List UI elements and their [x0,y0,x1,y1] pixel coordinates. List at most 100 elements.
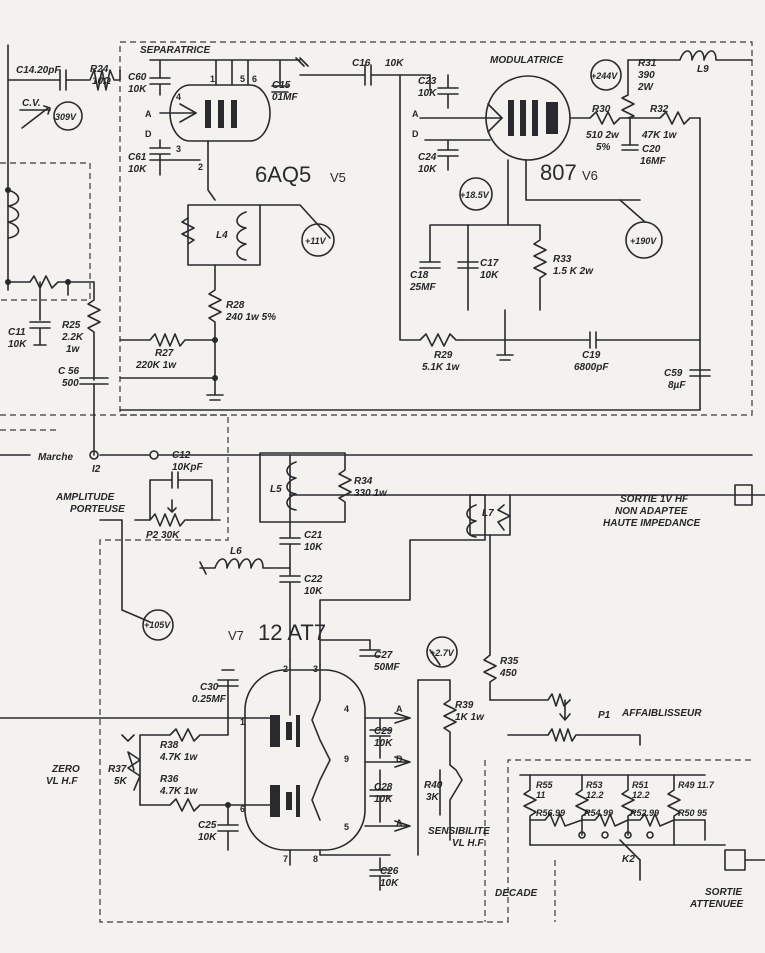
label-c17: C17 [480,258,499,269]
label-r24: R24 [90,64,109,75]
pin-3-v5: 3 [176,144,181,154]
pin-8-v7: 8 [313,854,318,864]
label-c24: C24 [418,152,437,163]
label-c18: C18 [410,270,429,281]
label-l7: L7 [482,508,494,519]
voltage-309-text: 309V [55,112,77,122]
section-sensibilite: SENSIBILITE [428,826,490,837]
label-r52: R52.99 [630,808,659,818]
pin-2-v7: 2 [283,664,288,674]
tube-v6-type: 807 [540,160,577,185]
pin-a-v5: A [145,109,152,119]
label-c12-value: 10KpF [172,462,203,473]
label-c24-value: 10K [418,164,437,175]
label-c60-value: 10K [128,84,147,95]
label-c26-value: 10K [380,878,399,889]
label-c15: C15 [272,80,291,91]
label-c20: C20 [642,144,661,155]
label-c59-value: 8µF [668,380,686,391]
c16-coupling [299,64,431,91]
section-sensibilite-vl: VL H.F [452,838,484,849]
label-r55-value: 11 [536,790,545,800]
pin-1-v7: 1 [240,717,245,727]
label-haute-impedance: HAUTE IMPEDANCE [603,518,701,529]
labels: SEPARATRICE MODULATRICE C14.20pF R24 10Ω… [8,45,743,910]
label-p2: P2 30K [146,530,180,541]
voltage-11-text: +11V [305,236,327,246]
label-r25-value: 2.2K [61,332,84,343]
label-r33-value: 1.5 K 2w [553,266,594,277]
section-separatrice: SEPARATRICE [140,45,211,56]
v5-stage [119,57,335,401]
label-non-adaptee: NON ADAPTEE [615,506,688,517]
label-r37-value: 5K [114,776,128,787]
label-r49: R49 11.7 [678,780,715,790]
pin-6-v5: 6 [252,74,257,84]
label-r25-power: 1w [66,344,81,355]
voltage-105-text: +105V [144,620,171,630]
section-decade: DECADE [495,888,538,899]
voltage-marker-309 [53,101,83,131]
label-r31-value: 390 [638,70,655,81]
pin-9-v7: 9 [344,754,349,764]
out-a-bottom: A [396,818,403,828]
label-i2: I2 [92,464,101,475]
label-c19: C19 [582,350,601,361]
pin-2-v5: 2 [198,162,203,172]
section-zero: ZERO [51,764,80,775]
tube-v5-ref: V5 [330,170,346,185]
label-p1: P1 [598,710,611,721]
voltage-marker-18 [459,177,493,211]
label-c26: C26 [380,866,399,877]
tube-v7-ref: V7 [228,628,244,643]
label-r30: R30 [592,104,611,115]
label-c27-value: 50MF [374,662,400,673]
label-c20-value: 16MF [640,156,666,167]
label-c19-value: 6800pF [574,362,609,373]
label-c60: C60 [128,72,147,83]
input-fragment [0,44,121,460]
label-c29: C29 [374,726,393,737]
label-r31: R31 [638,58,657,69]
label-r54: R54.99 [584,808,613,818]
tube-v6-ref: V6 [582,168,598,183]
tube-v5-type: 6AQ5 [255,162,311,187]
label-r28: R28 [226,300,245,311]
label-c23: C23 [418,76,437,87]
label-r39: R39 [455,700,474,711]
label-cv: C.V. [22,98,41,109]
amplitude-control [99,450,753,641]
pin-3-v7: 3 [313,664,318,674]
label-c11: C11 [8,327,26,338]
pin-4-v5: 4 [176,92,181,102]
label-r28-value: 240 1w 5% [225,312,276,323]
out-a-top: A [396,704,403,714]
label-r36: R36 [160,774,179,785]
label-r34-value: 330 1w [354,488,388,499]
label-c59: C59 [664,368,683,379]
pin-5-v7: 5 [344,822,349,832]
label-r39-value: 1K 1w [455,712,485,723]
label-c17-value: 10K [480,270,499,281]
voltage-marker-244 [590,59,622,91]
voltage-27-text: +2.7V [430,648,455,658]
decade-attenuator [519,774,765,881]
label-r32-value: 47K 1w [641,130,678,141]
label-c22-value: 10K [304,586,323,597]
section-porteuse: PORTEUSE [70,504,125,515]
section-amplitude: AMPLITUDE [55,492,115,503]
label-r38: R38 [160,740,179,751]
label-r50: R50 95 [678,808,708,818]
label-r29-value: 5.1K 1w [422,362,460,373]
label-c29-value: 10K [374,738,393,749]
label-c18-value: 25MF [409,282,436,293]
pin-5-v5: 5 [240,74,245,84]
v7-stage [0,636,463,891]
pin-d-v5: D [145,129,152,139]
tube-v7-type: 12 AT7 [258,620,326,645]
label-r30-tol: 5% [596,142,611,153]
voltage-18-text: +18.5V [460,190,490,200]
label-c28: C28 [374,782,393,793]
label-r32: R32 [650,104,669,115]
